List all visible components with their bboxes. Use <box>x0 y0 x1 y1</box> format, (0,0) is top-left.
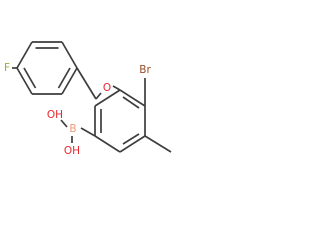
bond <box>61 41 78 69</box>
bond-ring-to-ch2 <box>76 67 97 100</box>
double-bond-inner <box>57 67 71 89</box>
bond-boron-to-hydroxyl-1 <box>60 119 68 128</box>
bond <box>16 67 33 95</box>
oxygen-atom-label: O <box>103 82 111 94</box>
boron-atom-label: B <box>69 123 76 135</box>
bond <box>119 89 146 107</box>
fluorine-atom-label: F <box>4 62 10 74</box>
bond <box>119 135 146 153</box>
bond <box>61 67 78 95</box>
bond <box>16 41 33 69</box>
bond <box>94 135 121 153</box>
double-bond-inner <box>122 96 140 109</box>
bond-ring-to-boron <box>80 127 96 137</box>
fluorophenyl-ring <box>16 41 78 95</box>
chemical-structure-diagram: F O Br B OH OH <box>4 41 172 157</box>
double-bond-inner <box>122 133 140 145</box>
bond-ring-to-methyl <box>144 135 172 153</box>
bond-ch2-to-oxygen <box>95 92 102 100</box>
hydroxyl-label: OH <box>64 145 80 157</box>
double-bond-inner <box>23 67 37 89</box>
hydroxyl-label: OH <box>47 109 63 121</box>
bond-oxygen-to-ring <box>112 85 121 91</box>
bromo-methylphenyl-ring <box>94 89 146 153</box>
bromine-atom-label: Br <box>139 64 151 76</box>
bond <box>94 89 121 107</box>
